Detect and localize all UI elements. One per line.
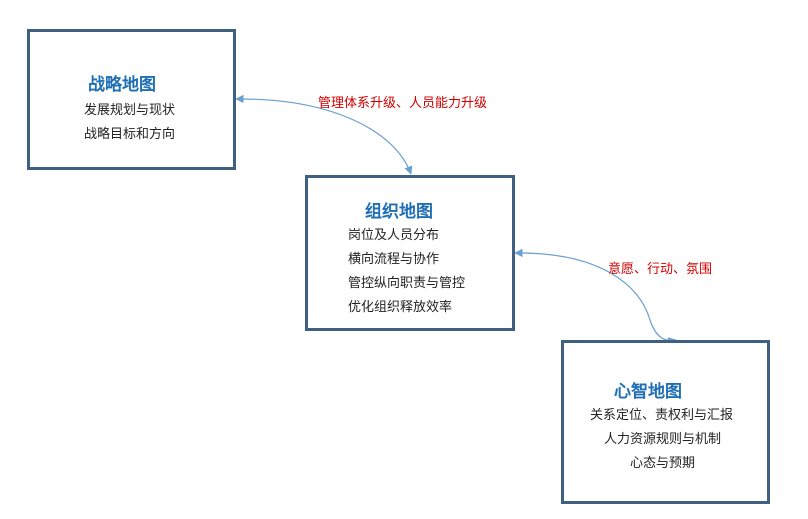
node-organization-line-1: 岗位及人员分布	[348, 228, 440, 243]
node-organization-line-3: 管控纵向职责与管控	[348, 276, 466, 291]
edge-label-strategy-organization: 管理体系升级、人员能力升级	[318, 96, 488, 111]
edge-label-organization-mind: 意愿、行动、氛围	[608, 262, 713, 277]
connector-strategy-organization	[235, 94, 413, 175]
node-mind-map	[561, 340, 770, 504]
connector-organization-mind	[514, 248, 677, 346]
node-mind-line-2: 人力资源规则与机制	[604, 432, 722, 447]
node-strategy-line-2: 战略目标和方向	[84, 127, 176, 142]
node-strategy-line-1: 发展规划与现状	[84, 103, 176, 118]
node-mind-title: 心智地图	[614, 382, 682, 402]
node-organization-map	[305, 175, 515, 331]
node-organization-line-2: 横向流程与协作	[348, 252, 440, 267]
node-strategy-map	[27, 29, 236, 170]
node-strategy-title: 战略地图	[88, 75, 156, 95]
node-organization-title: 组织地图	[365, 202, 433, 222]
node-mind-line-3: 心态与预期	[630, 456, 696, 471]
node-mind-line-1: 关系定位、责权利与汇报	[590, 408, 734, 423]
node-organization-line-4: 优化组织释放效率	[348, 300, 453, 315]
